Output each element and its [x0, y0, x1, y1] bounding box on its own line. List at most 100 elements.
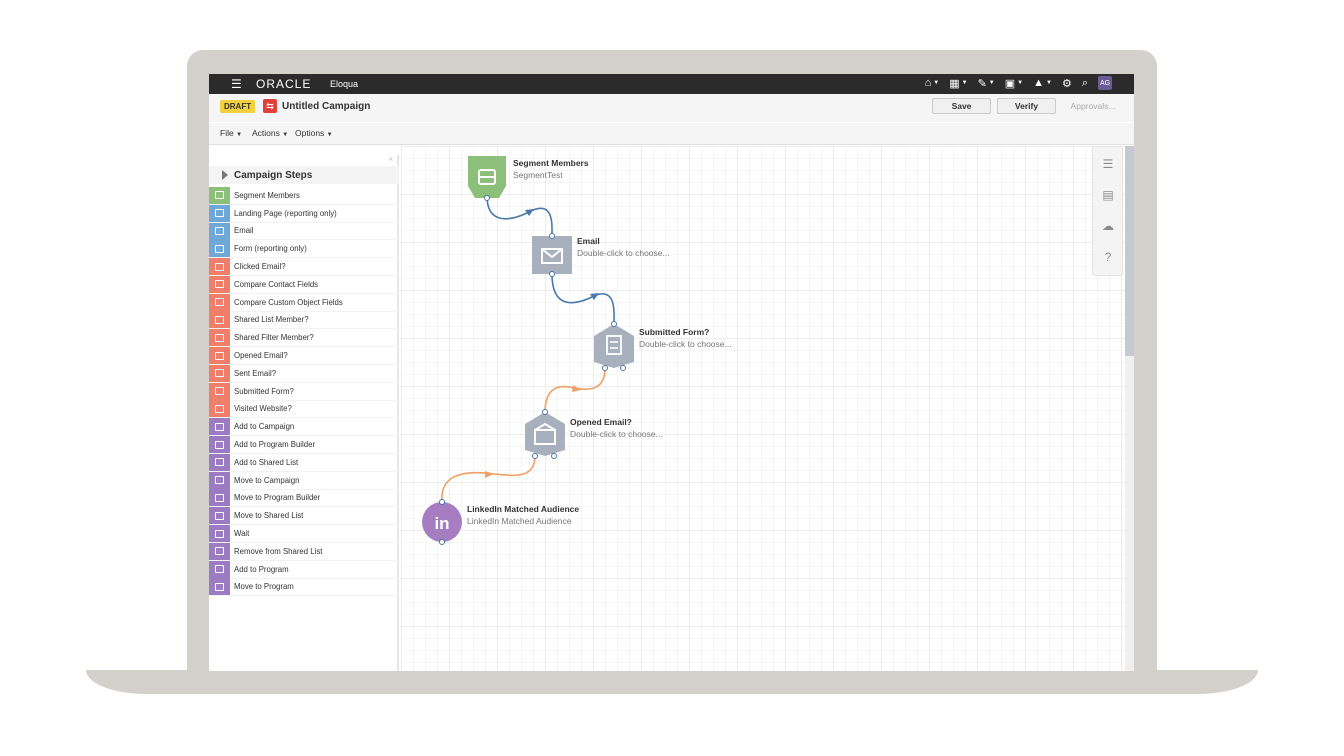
node-port[interactable] [549, 233, 555, 239]
sidebar-step-item[interactable]: Shared List Member? [209, 311, 399, 330]
reports-icon[interactable]: ▲▼ [1033, 77, 1052, 89]
linkedin-node[interactable] [422, 502, 462, 542]
sidebar-step-item[interactable]: Opened Email? [209, 347, 399, 365]
connector-arrow [590, 293, 599, 300]
email-node[interactable] [532, 236, 572, 274]
sidebar-step-item[interactable]: Compare Custom Object Fields [209, 293, 399, 312]
sidebar-step-item[interactable]: Move to Program Builder [209, 489, 399, 508]
save-button[interactable]: Save [932, 98, 991, 114]
node-port[interactable] [439, 539, 445, 545]
step-glyph-icon [215, 369, 224, 378]
step-glyph-icon [215, 565, 224, 574]
chevron-down-icon: ▼ [282, 132, 289, 138]
step-icon [209, 471, 230, 489]
sidebar-step-item[interactable]: Add to Shared List [209, 453, 399, 472]
step-icon [209, 186, 230, 204]
email-node-subtitle: Double-click to choose... [577, 248, 670, 258]
step-icon [209, 489, 230, 507]
avatar[interactable]: AG [1098, 76, 1112, 90]
step-icon [209, 578, 230, 596]
connector-opened-linkedin [441, 455, 536, 502]
search-icon[interactable]: ⌕ [1081, 76, 1088, 89]
node-port[interactable] [484, 195, 490, 201]
sidebar-step-item[interactable]: Sent Email? [209, 364, 399, 383]
actions-menu[interactable]: Actions ▼ [252, 128, 288, 138]
submitted-form-node-title: Submitted Form? [639, 327, 710, 337]
node-port[interactable] [542, 409, 548, 415]
collapse-sidebar-icon[interactable]: « [389, 156, 393, 163]
verify-button[interactable]: Verify [997, 98, 1056, 114]
step-glyph-icon [215, 387, 224, 396]
step-icon [209, 525, 230, 543]
sidebar-step-item[interactable]: Wait [209, 525, 399, 543]
apps-icon[interactable]: ▦▼ [949, 77, 968, 90]
sidebar-step-item[interactable]: Visited Website? [209, 400, 399, 419]
sidebar-step-item[interactable]: Add to Program [209, 560, 399, 579]
sidebar-step-item[interactable]: Add to Campaign [209, 418, 399, 437]
step-icon [209, 418, 230, 436]
linkedin-node-subtitle: LinkedIn Matched Audience [467, 516, 572, 526]
node-port[interactable] [602, 365, 608, 371]
node-port[interactable] [439, 499, 445, 505]
node-port[interactable] [620, 365, 626, 371]
canvas-scrollbar-thumb[interactable] [1125, 146, 1134, 356]
node-port[interactable] [532, 453, 538, 459]
sidebar-step-item[interactable]: Landing Page (reporting only) [209, 204, 399, 223]
cloud-icon[interactable]: ☁ [1102, 219, 1114, 233]
sidebar-step-item[interactable]: Move to Campaign [209, 471, 399, 490]
edit-icon[interactable]: ✎▼ [977, 77, 995, 90]
step-glyph-icon [215, 440, 224, 449]
canvas-scrollbar-track[interactable] [1125, 146, 1134, 671]
product-name: Eloqua [330, 79, 359, 89]
step-glyph-icon [215, 404, 224, 413]
brand-logo: ORACLE [256, 77, 312, 91]
step-icon [209, 436, 230, 454]
approvals-button[interactable]: Approvals... [1062, 98, 1124, 114]
sidebar-step-item[interactable]: Move to Program [209, 578, 399, 597]
sidebar-step-item[interactable]: Add to Program Builder [209, 436, 399, 454]
step-glyph-icon [215, 227, 224, 235]
sidebar-step-item[interactable]: Compare Contact Fields [209, 275, 399, 294]
help-icon[interactable]: ? [1104, 250, 1112, 264]
step-icon [209, 507, 230, 525]
sidebar-step-item[interactable]: Email [209, 222, 399, 241]
campaign-steps-sidebar [209, 155, 399, 671]
step-label: Move to Program Builder [234, 493, 321, 503]
step-label: Opened Email? [234, 351, 288, 361]
step-icon [209, 293, 230, 311]
comment-icon[interactable]: ▤ [1102, 188, 1114, 202]
sidebar-step-item[interactable]: Form (reporting only) [209, 240, 399, 259]
list-icon[interactable]: ☰ [1102, 157, 1114, 171]
sidebar-step-item[interactable]: Clicked Email? [209, 258, 399, 276]
gear-icon[interactable]: ⚙ [1061, 77, 1072, 90]
sidebar-step-item[interactable]: Move to Shared List [209, 507, 399, 526]
campaign-canvas[interactable] [401, 146, 1134, 671]
steps-header[interactable]: Campaign Steps [209, 166, 399, 184]
app-window: ☰ ORACLE Eloqua ⌂▼ ▦▼ ✎▼ ▣▼ ▲▼ ⚙ ⌕ AG DR… [209, 74, 1134, 671]
connector-arrow [572, 385, 581, 392]
opened-email-node[interactable] [525, 412, 565, 456]
step-icon [209, 453, 230, 471]
home-icon[interactable]: ⌂▼ [924, 77, 940, 89]
segment-node-title: Segment Members [513, 158, 589, 168]
step-icon [209, 240, 230, 258]
submitted-form-node[interactable] [594, 324, 634, 368]
sidebar-step-item[interactable]: Shared Filter Member? [209, 329, 399, 348]
sidebar-step-item[interactable]: Remove from Shared List [209, 542, 399, 561]
step-label: Submitted Form? [234, 386, 294, 396]
email-envelope-icon [541, 248, 563, 264]
assets-icon[interactable]: ▣▼ [1004, 77, 1024, 90]
hamburger-menu-icon[interactable]: ☰ [231, 77, 242, 91]
step-glyph-icon [215, 493, 224, 502]
page-title[interactable]: Untitled Campaign [282, 101, 371, 112]
sidebar-step-item[interactable]: Submitted Form? [209, 382, 399, 401]
file-menu[interactable]: File ▼ [220, 128, 242, 138]
node-port[interactable] [551, 453, 557, 459]
right-tool-panel [1092, 146, 1123, 276]
email-envelope-flap [541, 248, 563, 259]
options-menu[interactable]: Options ▼ [295, 128, 333, 138]
sidebar-step-item[interactable]: Segment Members [209, 186, 399, 205]
node-port[interactable] [611, 321, 617, 327]
node-port[interactable] [549, 271, 555, 277]
